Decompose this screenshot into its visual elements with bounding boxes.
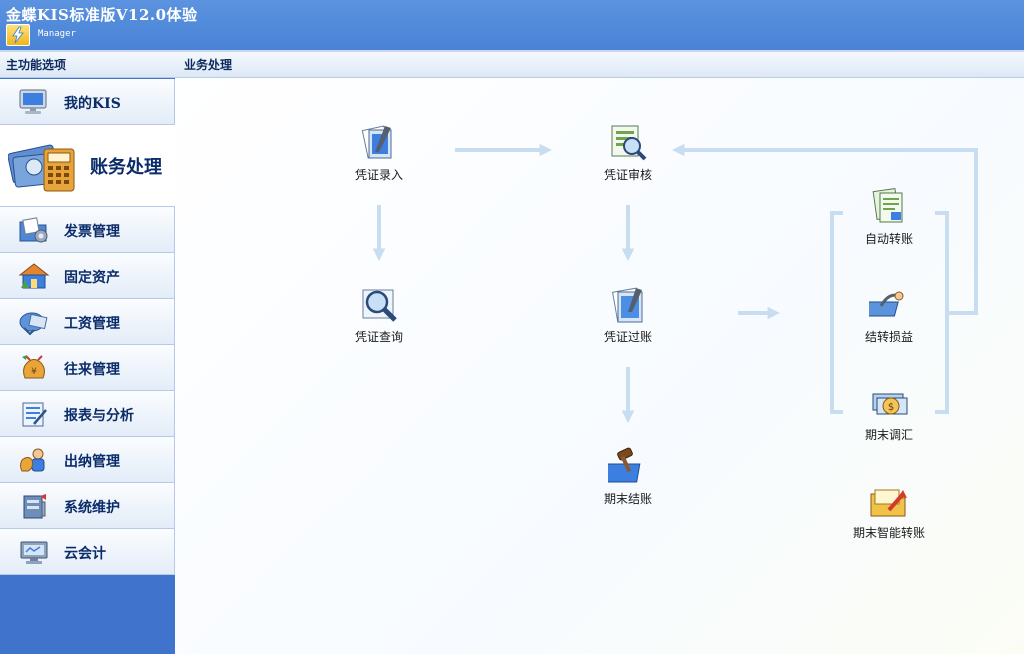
calculator-money-icon bbox=[8, 144, 75, 192]
voucher-entry-icon bbox=[361, 125, 392, 159]
bracket-right bbox=[935, 211, 949, 414]
tools-icon bbox=[23, 494, 46, 519]
title-bar: 金蝶KIS标准版V12.0体验 Manager bbox=[0, 0, 1024, 50]
sidebar-item-cloud[interactable]: 云会计 bbox=[0, 529, 175, 575]
sidebar-item-system[interactable]: 系统维护 bbox=[0, 483, 175, 529]
sidebar: 主功能选项 我的KIS bbox=[0, 52, 175, 654]
node-auto-transfer[interactable]: 自动转账 bbox=[834, 186, 944, 247]
node-period-close[interactable]: 期末结账 bbox=[573, 446, 683, 507]
report-icon bbox=[22, 402, 47, 427]
pl-transfer-icon bbox=[869, 291, 904, 317]
svg-text:¥: ¥ bbox=[31, 367, 37, 377]
node-label: 凭证录入 bbox=[354, 168, 403, 182]
lightning-logo-icon bbox=[6, 24, 30, 46]
arrow-bracket-to-review bbox=[671, 143, 978, 315]
sidebar-item-label: 工资管理 bbox=[64, 316, 120, 332]
node-label: 凭证查询 bbox=[354, 330, 403, 344]
money-bag-icon: ¥ bbox=[22, 355, 45, 379]
sidebar-item-my-kis[interactable]: 我的KIS bbox=[0, 79, 175, 125]
node-label: 凭证过账 bbox=[603, 330, 652, 344]
node-voucher-query[interactable]: 凭证查询 bbox=[324, 284, 434, 345]
auto-transfer-icon bbox=[872, 188, 903, 223]
bracket-left bbox=[830, 211, 843, 414]
main-header: 业务处理 bbox=[175, 52, 1024, 78]
node-smart-transfer[interactable]: 期末智能转账 bbox=[834, 480, 944, 541]
sidebar-item-label: 云会计 bbox=[64, 546, 106, 562]
header-divider bbox=[0, 50, 1024, 52]
node-pl-transfer[interactable]: 结转损益 bbox=[834, 284, 944, 345]
invoice-folder-icon bbox=[19, 217, 48, 243]
sidebar-item-accounting[interactable]: 账务处理 bbox=[0, 125, 175, 207]
voucher-review-icon bbox=[611, 125, 647, 161]
sidebar-item-cashier[interactable]: 出纳管理 bbox=[0, 437, 175, 483]
sidebar-item-receivables[interactable]: ¥ 往来管理 bbox=[0, 345, 175, 391]
sidebar-item-label: 报表与分析 bbox=[64, 408, 134, 424]
cloud-computer-icon bbox=[20, 541, 48, 564]
sidebar-item-label: 固定资产 bbox=[64, 270, 120, 286]
sidebar-item-invoice[interactable]: 发票管理 bbox=[0, 207, 175, 253]
sidebar-item-label: 系统维护 bbox=[64, 500, 120, 516]
monitor-icon bbox=[19, 89, 47, 114]
node-voucher-post[interactable]: 凭证过账 bbox=[573, 284, 683, 345]
salary-icon bbox=[19, 312, 48, 336]
sidebar-header: 主功能选项 bbox=[0, 52, 175, 78]
workflow-arrows bbox=[372, 143, 978, 424]
node-label: 期末结账 bbox=[603, 492, 652, 506]
sidebar-item-payroll[interactable]: 工资管理 bbox=[0, 299, 175, 345]
node-label: 期末调汇 bbox=[864, 428, 913, 442]
user-name: Manager bbox=[38, 29, 76, 39]
sidebar-item-label: 发票管理 bbox=[64, 224, 120, 240]
exchange-money-icon: $ bbox=[872, 393, 908, 415]
smart-transfer-icon bbox=[870, 489, 907, 517]
workflow-area: 凭证录入 凭证审核 凭证查询 bbox=[175, 78, 1024, 654]
node-voucher-entry[interactable]: 凭证录入 bbox=[324, 122, 434, 183]
main-panel: 业务处理 bbox=[175, 52, 1024, 654]
node-label: 自动转账 bbox=[864, 232, 913, 246]
node-label: 凭证审核 bbox=[603, 168, 652, 182]
sidebar-item-label: 我的KIS bbox=[64, 96, 121, 112]
sidebar-item-fixed-assets[interactable]: 固定资产 bbox=[0, 253, 175, 299]
sidebar-item-reports[interactable]: 报表与分析 bbox=[0, 391, 175, 437]
sidebar-item-label: 往来管理 bbox=[64, 362, 120, 378]
node-label: 期末智能转账 bbox=[852, 526, 925, 540]
voucher-query-icon bbox=[362, 289, 397, 322]
node-label: 结转损益 bbox=[864, 330, 913, 344]
cashier-icon bbox=[20, 448, 45, 472]
sidebar-item-label: 出纳管理 bbox=[64, 454, 120, 470]
app-title: 金蝶KIS标准版V12.0体验 bbox=[6, 6, 198, 24]
sidebar-list: 我的KIS 账务处理 bbox=[0, 79, 175, 575]
svg-text:$: $ bbox=[888, 402, 894, 413]
gavel-icon bbox=[608, 447, 641, 483]
sidebar-item-label: 账务处理 bbox=[90, 157, 162, 178]
node-fx-adjust[interactable]: $ 期末调汇 bbox=[834, 382, 944, 443]
house-icon bbox=[18, 263, 50, 289]
node-voucher-review[interactable]: 凭证审核 bbox=[573, 122, 683, 183]
voucher-post-icon bbox=[611, 287, 643, 323]
